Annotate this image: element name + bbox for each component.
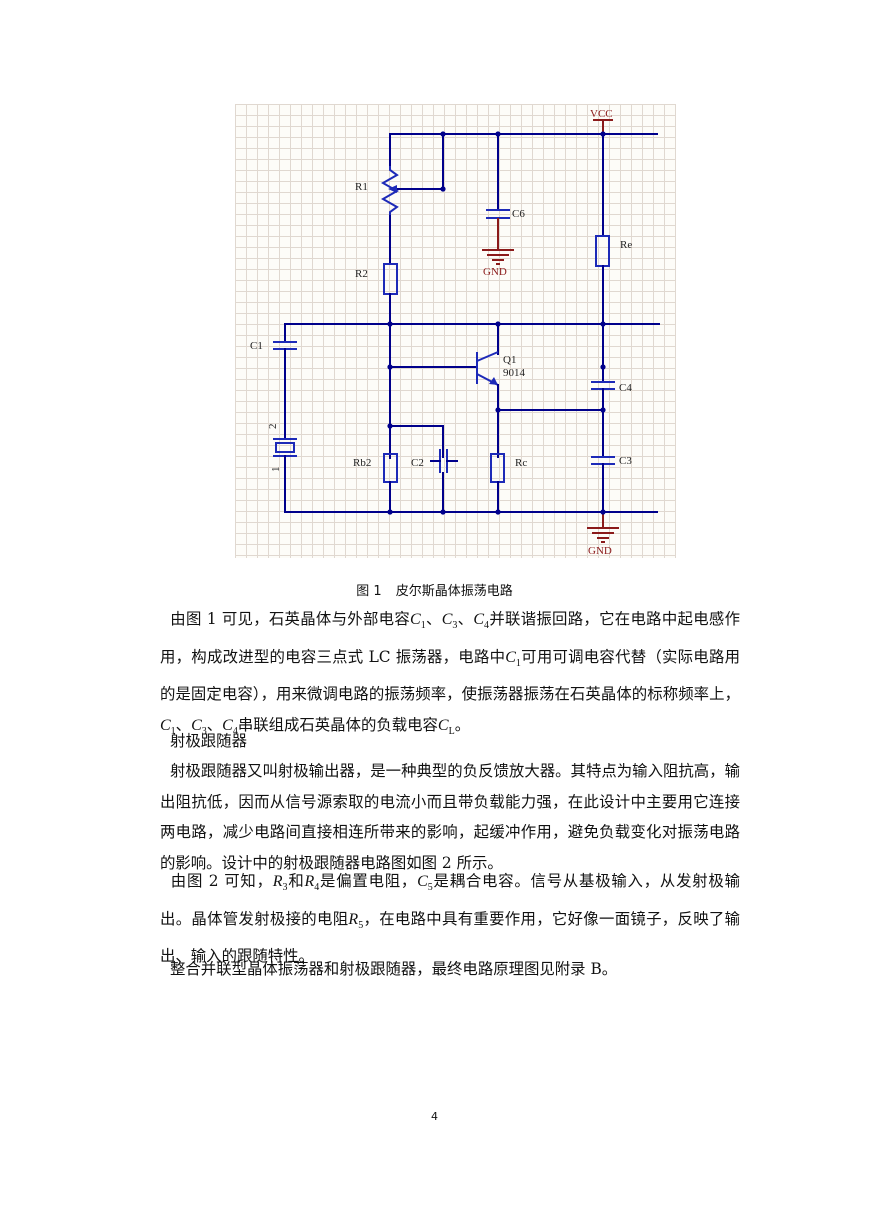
paragraph-bias-resistors: 由图 2 可知，R3和R4是偏置电阻，C5是耦合电容。信号从基极输入，从发射极输…: [160, 866, 740, 972]
caption-number: 图 1: [356, 584, 382, 599]
symbol-c1: C1: [505, 648, 521, 669]
figure-caption: 图 1 皮尔斯晶体振荡电路: [0, 580, 869, 599]
junction-dot: [600, 131, 606, 137]
junction-dot: [387, 509, 393, 515]
text: 射极跟随器又叫射极输出器，是一种典型的负反馈放大器。其特点为输入阻抗高，输出阻抗…: [160, 762, 740, 872]
symbol-cl: CL: [437, 716, 455, 738]
symbol-c5: C5: [417, 873, 433, 894]
resistor-re: [595, 235, 610, 267]
label-r2: R2: [355, 268, 368, 280]
text: 是偏置电阻，: [319, 872, 418, 890]
resistor-rc: [490, 453, 505, 483]
junction-dot: [387, 364, 393, 370]
text: 串联组成石英晶体的负载电容: [237, 715, 438, 734]
label-re: Re: [620, 239, 632, 251]
label-c4: C4: [619, 382, 632, 394]
label-c1: C1: [250, 340, 263, 352]
symbol-c4: C4: [473, 611, 490, 632]
section-heading: 射极跟随器: [170, 732, 247, 750]
transistor-q1-arrow: [489, 377, 498, 385]
text: 、: [457, 610, 474, 628]
transistor-q1-collector: [476, 351, 499, 362]
junction-dot: [495, 131, 501, 137]
pierce-oscillator-schematic: VCC R1 R2 C6 GND Re C1 Q1 9014 C4 2 1 Rb…: [250, 108, 660, 557]
text: 并联谐振回路，它在电路中起电感作用，构成改进型的电容三点式 LC 振荡器，电路中: [160, 610, 740, 666]
crystal-body: [275, 442, 295, 453]
text: 整合并联型晶体振荡器和射极跟随器，最终电路原理图见附录 B。: [170, 960, 618, 978]
junction-dot: [600, 407, 606, 413]
symbol-c4: C4: [222, 716, 238, 738]
text: 可用可调电容代替（实际电路用的是固定电容），用来微调电路的振荡频率，使振荡器振荡…: [160, 647, 740, 704]
label-r1: R1: [355, 181, 368, 193]
text: 和: [287, 872, 305, 890]
text: 由图 1 可见，石英晶体与外部电容: [170, 610, 411, 628]
label-c6: C6: [512, 208, 525, 220]
symbol-r4: R4: [304, 873, 320, 894]
junction-dot: [495, 407, 501, 413]
text: 、: [425, 610, 442, 628]
junction-dot: [440, 131, 446, 137]
paragraph-final: 整合并联型晶体振荡器和射极跟随器，最终电路原理图见附录 B。: [160, 954, 740, 985]
junction-dot: [600, 321, 606, 327]
label-q1: Q1: [503, 354, 516, 366]
symbol-c3: C3: [191, 716, 207, 738]
label-rb2: Rb2: [353, 457, 371, 469]
caption-title: 皮尔斯晶体振荡电路: [395, 584, 513, 599]
junction-dot: [495, 509, 501, 515]
junction-dot: [440, 186, 446, 192]
label-c3: C3: [619, 455, 632, 467]
symbol-r3: R3: [272, 873, 288, 894]
symbol-r5: R5: [348, 910, 364, 931]
text: 、: [206, 715, 223, 734]
label-vcc: VCC: [590, 108, 613, 120]
circuit-figure: VCC R1 R2 C6 GND Re C1 Q1 9014 C4 2 1 Rb…: [235, 104, 676, 558]
symbol-c1: C1: [160, 716, 176, 738]
text: 。: [454, 715, 471, 734]
label-c2: C2: [411, 457, 424, 469]
label-crystal-pin2: 2: [267, 424, 279, 430]
label-crystal-pin1: 1: [270, 467, 282, 473]
junction-dot: [387, 321, 393, 327]
paragraph-emitter-follower: 射极跟随器又叫射极输出器，是一种典型的负反馈放大器。其特点为输入阻抗高，输出阻抗…: [160, 756, 740, 878]
r1-wiper-arrow: [388, 185, 397, 193]
label-gnd-bottom: GND: [588, 545, 612, 557]
symbol-c1: C1: [410, 611, 426, 632]
text: 由图 2 可知，: [170, 872, 273, 890]
label-gnd-top: GND: [483, 266, 507, 278]
resistor-r2: [383, 263, 398, 295]
page-number: 4: [431, 1110, 438, 1123]
junction-dot: [387, 423, 393, 429]
text: ，在电路中具有重要作用，它好像一面镜子，反映了输出、输入的跟随特性。: [160, 909, 740, 966]
label-q1-model: 9014: [503, 367, 526, 379]
symbol-c3: C3: [441, 611, 458, 632]
junction-dot: [600, 364, 606, 370]
junction-dot: [495, 321, 501, 327]
junction-dot: [440, 509, 446, 515]
paragraph-crystal-description: 由图 1 可见，石英晶体与外部电容C1、C3、C4并联谐振回路，它在电路中起电感…: [160, 604, 740, 748]
label-rc: Rc: [515, 457, 527, 469]
text: 是耦合电容。信号从基极输入，从发射极输出。晶体管发射极接的电阻: [160, 872, 740, 928]
junction-dot: [600, 509, 606, 515]
text: 、: [175, 715, 192, 734]
